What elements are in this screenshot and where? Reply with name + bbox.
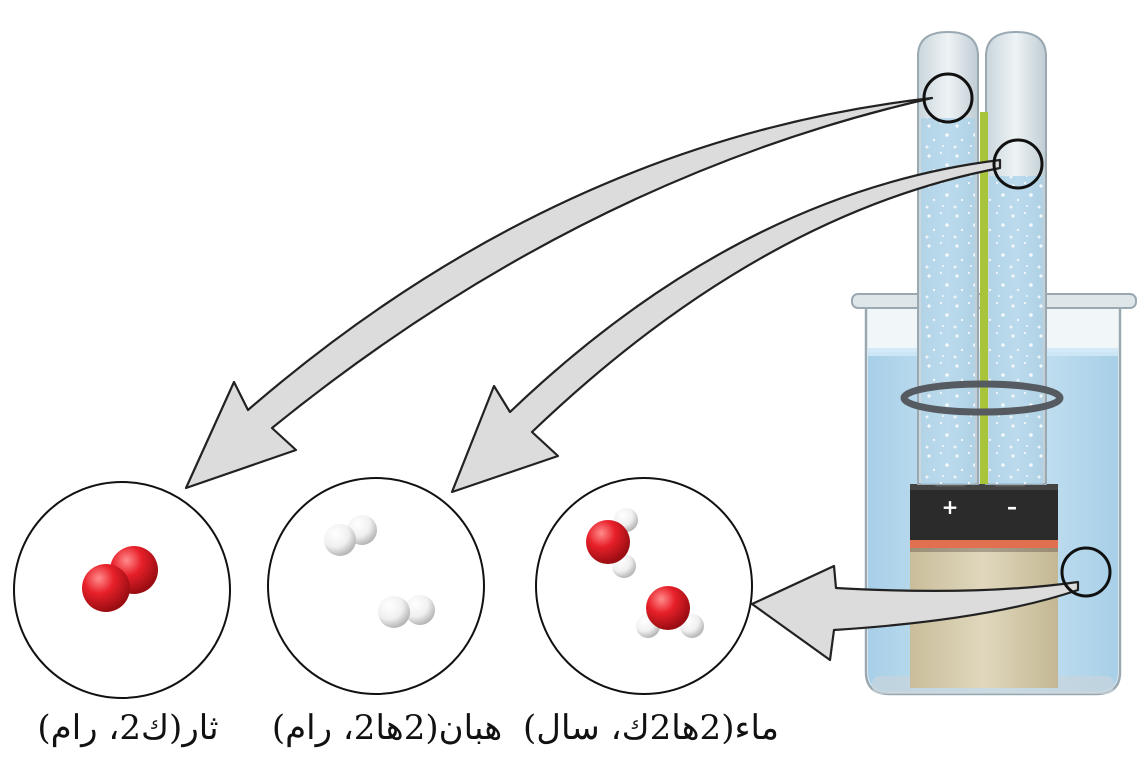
battery-top (910, 484, 1058, 540)
oxygen-caption: ثار(ك2، رام) (37, 708, 219, 748)
water-caption: ماء(2ها2ك، سال) (522, 708, 780, 748)
arrow-to-water (750, 564, 1080, 662)
electrode (980, 112, 988, 484)
positive-label: + (942, 495, 959, 519)
battery: + – (910, 471, 1058, 688)
hydrogen-zoom (267, 477, 485, 695)
tube-clamp (900, 380, 1064, 416)
oxygen-zoom (13, 481, 231, 699)
hydrogen-molecule-2 (378, 595, 435, 628)
water-zoom (535, 477, 753, 695)
arrow-to-hydrogen (450, 158, 1002, 494)
water-molecule-2 (636, 586, 704, 638)
hydrogen-source-marker (992, 138, 1044, 190)
test-tube-right (985, 30, 1047, 485)
water-molecule-1 (586, 508, 638, 578)
oxygen-molecule (82, 546, 158, 612)
negative-label: – (1007, 495, 1017, 519)
hydrogen-molecule-1 (324, 515, 377, 556)
water-source-marker (1060, 546, 1112, 598)
arrow-to-oxygen (184, 96, 934, 490)
hydrogen-caption: هبان(2ها2، رام) (271, 708, 503, 748)
oxygen-source-marker (922, 72, 974, 124)
